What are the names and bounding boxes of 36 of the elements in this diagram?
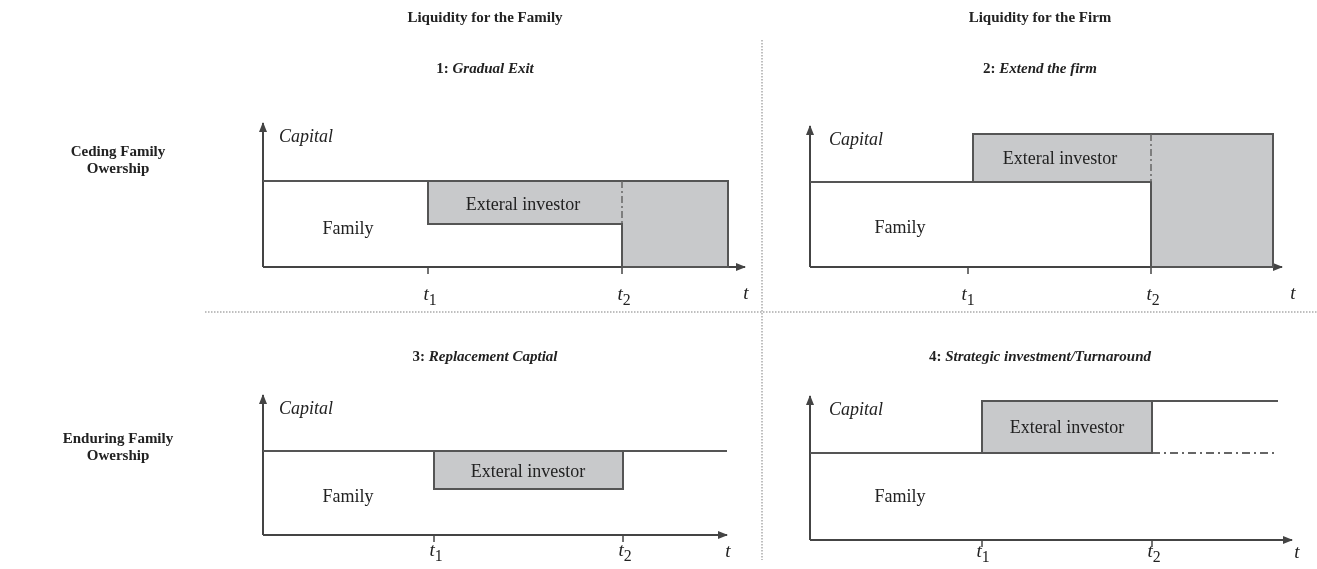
tick-label: t <box>1294 541 1300 563</box>
tick-label: t <box>1290 282 1296 304</box>
tick-label: t$_{1}$ <box>429 539 443 565</box>
tick-label: t$_{1}$ <box>976 540 990 566</box>
row-label: Ceding Family Owership <box>69 142 167 178</box>
axis-label: Capital <box>829 128 883 150</box>
tick-label: t <box>725 540 731 562</box>
region-label: Family <box>322 485 374 507</box>
tick-label: t$_{2}$ <box>1146 283 1160 309</box>
investor-area <box>982 401 1152 453</box>
region-label: Family <box>322 217 374 239</box>
tick-label: t <box>743 282 749 304</box>
column-header: Liquidity for the Family <box>407 9 563 27</box>
region-label: Family <box>874 216 926 238</box>
axis-label: Capital <box>279 125 333 147</box>
panel-title: 1: Gradual Exit <box>436 60 534 78</box>
tick-label: t$_{2}$ <box>618 539 632 565</box>
area-label: Exteral investor <box>1009 416 1125 438</box>
tick-label: t$_{1}$ <box>423 283 437 309</box>
axis-label: Capital <box>829 398 883 420</box>
area-label: Exteral investor <box>470 460 586 482</box>
row-label: Enduring Family Owership <box>61 429 175 465</box>
tick-label: t$_{2}$ <box>1147 540 1161 566</box>
column-header: Liquidity for the Firm <box>968 9 1112 27</box>
panel-title: 2: Extend the firm <box>983 60 1097 78</box>
tick-label: t$_{2}$ <box>617 283 631 309</box>
region-label: Family <box>874 485 926 507</box>
investor-area <box>428 181 728 267</box>
panel-title: 3: Replacement Captial <box>412 348 558 366</box>
axis-label: Capital <box>279 397 333 419</box>
tick-label: t$_{1}$ <box>961 283 975 309</box>
investor-area <box>434 451 623 489</box>
area-label: Exteral investor <box>1002 147 1118 169</box>
panel-title: 4: Strategic investment/Turnaround <box>929 348 1151 366</box>
investor-area <box>973 134 1273 267</box>
area-label: Exteral investor <box>465 193 581 215</box>
